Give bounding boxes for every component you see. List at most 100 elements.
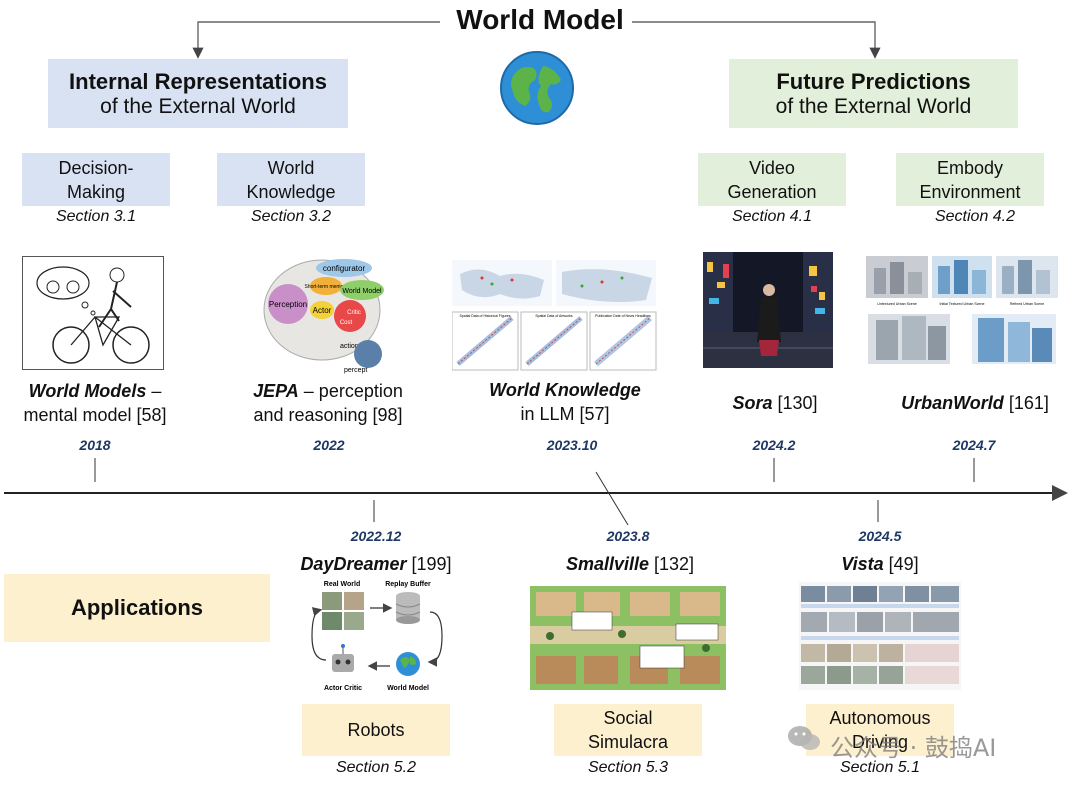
milestone-line2: mental model [58] [23, 405, 167, 425]
globe-icon [500, 51, 574, 125]
robot-photos [322, 592, 364, 630]
milestone-suffix: [161] [1003, 393, 1049, 413]
milestone-line2: and reasoning [98] [253, 405, 403, 425]
category-world-knowledge: World Knowledge [217, 153, 365, 206]
milestone-name: DayDreamer [300, 554, 407, 574]
applications-box: Applications [4, 574, 270, 642]
vista-row-1 [801, 586, 959, 602]
robot-icon [332, 644, 354, 672]
milestone-name: JEPA [253, 381, 299, 401]
world-knowledge-figure: Spatial Data of Historical Figures Spati… [452, 260, 657, 371]
database-icon [395, 592, 421, 624]
wk-scatter-panels [452, 311, 657, 371]
wk-panel-1-title: Spatial Data of Historical Figures [460, 314, 511, 318]
branch-right-line2: of the External World [775, 94, 972, 118]
section-4-1: Section 4.1 [731, 208, 813, 225]
section-5-3: Section 5.3 [587, 759, 669, 776]
branch-left-line2: of the External World [100, 94, 296, 118]
tick-2023-10 [595, 471, 629, 526]
category-label: Environment [919, 181, 1021, 202]
urbanworld-untextured-label: Untextured Urban Scene [877, 302, 917, 306]
category-decision-making: Decision- Making [22, 153, 170, 206]
vista-figure [799, 582, 961, 690]
milestone-name: World Knowledge [489, 380, 641, 400]
wk-panel-3-title: Publication Date of News Headlines [595, 314, 651, 318]
watermark-text: 公众号 · 鼓捣AI [830, 734, 997, 762]
jepa-actor-label: Actor [313, 306, 332, 315]
wechat-icon [788, 726, 820, 750]
category-label: Embody [936, 157, 1004, 178]
urbanworld-initial-label: Initial Textured Urban Scene [939, 302, 984, 306]
daydreamer-worldmodel-label: World Model [387, 685, 429, 692]
year-2022: 2022 [313, 437, 345, 453]
category-label: Decision- [58, 157, 134, 178]
milestone-name: UrbanWorld [901, 393, 1004, 413]
page-title: World Model [456, 4, 624, 35]
app-label: Robots [347, 720, 405, 740]
urbanworld-figure: Untextured Urban Scene Initial Textured … [866, 256, 1058, 364]
milestone-suffix: [130] [772, 393, 818, 413]
urbanworld-refined-label: Refined Urban Scene [1010, 302, 1044, 306]
year-2024-2: 2024.2 [752, 437, 796, 453]
globe-small-icon [396, 652, 420, 676]
internal-representations-box: Internal Representations of the External… [48, 59, 348, 128]
vista-row-4 [801, 666, 959, 684]
vista-row-2 [801, 612, 959, 632]
daydreamer-actorcritic-label: Actor Critic [324, 685, 362, 692]
jepa-cost-label: Cost [340, 320, 353, 326]
category-video-generation: Video Generation [698, 153, 846, 206]
category-label: Making [66, 181, 126, 202]
sora-figure [703, 252, 833, 368]
milestone-world-knowledge: World Knowledge in LLM [57] [460, 378, 670, 426]
year-2023-10: 2023.10 [546, 437, 598, 453]
milestone-name: World Models [28, 381, 147, 401]
milestone-name: Sora [732, 393, 773, 413]
wk-panel-2-title: Spatial Data of Artworks [535, 314, 573, 318]
category-label: World [267, 157, 315, 178]
jepa-perception-label: Perception [269, 300, 307, 309]
milestone-sora: Sora [130] [700, 391, 850, 415]
milestone-smallville: Smallville [132] [530, 552, 730, 576]
daydreamer-realworld-label: Real World [324, 581, 360, 588]
milestone-suffix: [49] [883, 554, 919, 574]
category-label: Video [749, 157, 795, 178]
milestone-line2: in LLM [57] [520, 404, 610, 424]
daydreamer-replay-label: Replay Buffer [385, 581, 431, 588]
jepa-critic-label: Critic [347, 310, 361, 316]
future-predictions-box: Future Predictions of the External World [729, 59, 1018, 128]
jepa-action-label: action [340, 343, 359, 350]
milestone-name: Smallville [565, 554, 649, 574]
branch-right-line1: Future Predictions [776, 68, 971, 94]
app-label: Simulacra [587, 732, 669, 752]
applications-label: Applications [70, 595, 203, 620]
year-2024-7: 2024.7 [952, 437, 996, 453]
milestone-suffix: – perception [298, 381, 403, 401]
milestone-suffix: [132] [649, 554, 695, 574]
milestone-world-models: World Models – mental model [58] [0, 379, 190, 427]
milestone-urbanworld: UrbanWorld [161] [880, 391, 1070, 415]
category-label: Knowledge [246, 181, 336, 202]
jepa-figure: configurator Short-term memory World Mod… [263, 259, 384, 374]
category-embody-environment: Embody Environment [896, 153, 1044, 206]
world-models-figure [22, 256, 164, 370]
jepa-percept-label: percept [344, 367, 367, 374]
app-label: Social [603, 708, 653, 728]
section-5-2: Section 5.2 [335, 759, 417, 776]
section-3-2: Section 3.2 [250, 208, 332, 225]
branch-left-line1: Internal Representations [69, 68, 327, 94]
jepa-configurator-label: configurator [323, 264, 366, 273]
year-2022-12: 2022.12 [350, 528, 402, 544]
left-branch-connector [192, 21, 440, 59]
app-robots-box: Robots [302, 704, 450, 756]
milestone-daydreamer: DayDreamer [199] [276, 552, 476, 576]
vista-row-3 [801, 644, 959, 662]
year-2024-5: 2024.5 [858, 528, 902, 544]
jepa-worldmodel-label: World Model [342, 288, 382, 295]
milestone-suffix: [199] [406, 554, 452, 574]
app-autonomous-driving-box: Autonomous Driving [806, 704, 954, 756]
section-3-1: Section 3.1 [55, 208, 137, 225]
section-5-1: Section 5.1 [839, 759, 921, 776]
milestone-vista: Vista [49] [790, 552, 970, 576]
milestone-suffix: – [146, 381, 162, 401]
